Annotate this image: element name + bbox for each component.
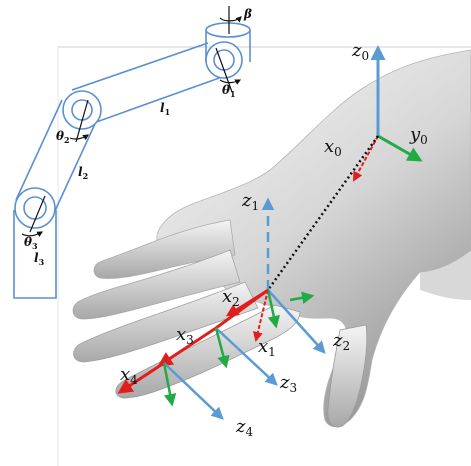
- x1-label: x1: [258, 336, 276, 359]
- hand-shadow: [420, 250, 471, 300]
- z2-label: z2: [332, 330, 350, 353]
- z0-label: z0: [351, 40, 369, 63]
- theta2-rotation-arrow: [69, 134, 89, 141]
- z3-label: z3: [279, 372, 297, 395]
- z2-axis: [267, 289, 326, 354]
- theta1-label: θ1: [222, 83, 236, 99]
- l2-label: l2: [78, 165, 88, 181]
- x3-red-segment: [157, 326, 217, 367]
- l1-label: l1: [160, 101, 170, 117]
- x1-axis: [253, 289, 269, 342]
- y2-axis-b: [289, 291, 315, 304]
- theta2-label: θ2: [56, 129, 70, 145]
- hand-illustration: [72, 49, 471, 428]
- frame0-to-frame1-link: [266, 135, 380, 291]
- joint-2-outer: [62, 90, 102, 130]
- theta1-axis: [215, 47, 233, 93]
- x2-label: x2: [222, 286, 240, 309]
- link-l3: [13, 210, 57, 299]
- x0-axis: [353, 135, 379, 182]
- frame-1: [253, 197, 275, 342]
- robot-arm: [13, 22, 251, 299]
- y4-axis: [162, 362, 177, 407]
- z4-axis: [163, 362, 224, 420]
- theta2-axis: [75, 99, 89, 143]
- frame-4: [117, 361, 224, 420]
- link-frame2-3: [215, 288, 269, 330]
- beta-rotation-arrow: [219, 16, 242, 23]
- beta-label: β: [243, 7, 252, 21]
- link-l2: [15, 99, 101, 214]
- theta3-rotation-arrow: [21, 231, 44, 237]
- joint-axes: [21, 6, 242, 237]
- x4-label: x4: [120, 364, 138, 387]
- joint1-cylinder-top: [205, 22, 251, 38]
- middle-finger: [72, 249, 241, 320]
- thumb: [327, 324, 368, 428]
- x0-label: x0: [324, 136, 342, 159]
- frame-3: [157, 326, 278, 386]
- z4-label: z4: [235, 416, 253, 439]
- theta3-label: θ3: [24, 235, 38, 251]
- y2-axis-a: [266, 289, 280, 329]
- l3-label: l3: [34, 251, 45, 267]
- little-finger: [115, 304, 301, 399]
- joint-3-outer: [14, 187, 56, 229]
- link-l1: [71, 42, 223, 126]
- index-finger: [93, 219, 236, 279]
- y3-axis: [214, 327, 230, 369]
- x3-label: x3: [176, 324, 194, 347]
- frame-0: [353, 45, 423, 182]
- theta1-rotation-arrow: [219, 79, 242, 85]
- y0-axis: [377, 134, 423, 162]
- z1-label: z1: [241, 190, 259, 213]
- x4-axis: [117, 361, 165, 394]
- ring-finger: [73, 281, 259, 363]
- y0-label: y0: [409, 124, 428, 147]
- theta3-axis: [29, 195, 46, 233]
- z3-axis: [215, 327, 278, 386]
- joint-1-outer: [205, 41, 243, 79]
